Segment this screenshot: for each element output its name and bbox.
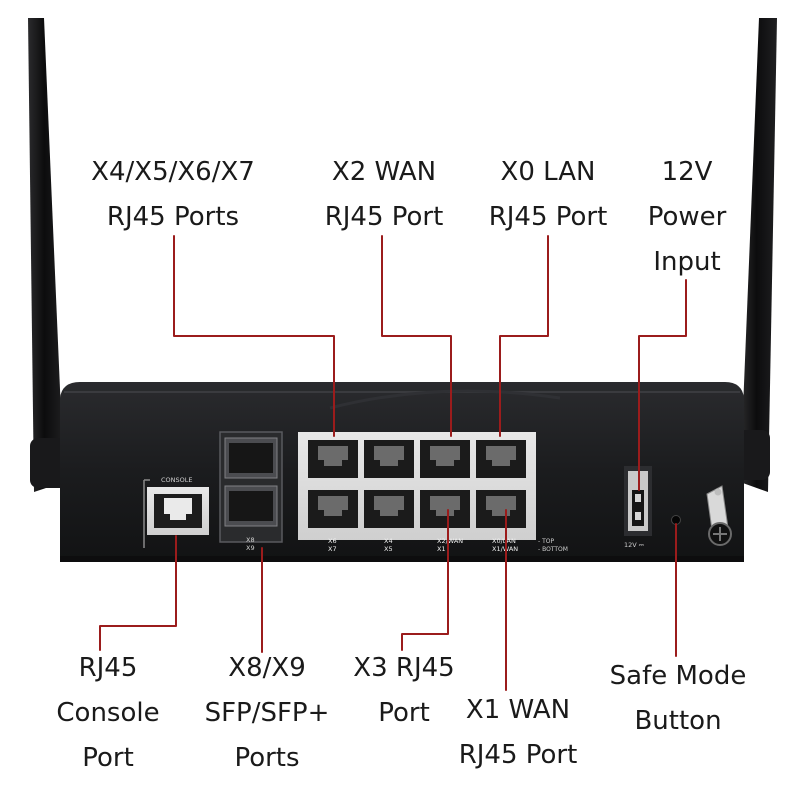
callout-x1-line1: X1 WAN	[465, 695, 571, 725]
sfp-silk-x9: X9	[246, 544, 255, 552]
rj45-jack	[364, 490, 414, 528]
callout-sfp-line1: X8/X9	[228, 653, 306, 683]
callout-x0-line1: X0 LAN	[500, 157, 596, 187]
power-silk: 12V ⎓	[624, 541, 644, 549]
callout-sfp-line3: Ports	[234, 743, 300, 773]
callout-safe-mode-line1: Safe Mode	[609, 661, 747, 691]
callout-x3-port: X3 RJ45 Port	[336, 646, 472, 736]
callout-power-line3: Input	[653, 247, 721, 277]
callout-power-line2: Power	[647, 202, 727, 232]
console-port: CONSOLE	[143, 476, 209, 548]
power-input: 12V ⎓	[624, 466, 652, 549]
row-silk-top: - TOP	[538, 538, 554, 545]
sfp-silk-x8: X8	[246, 536, 255, 544]
leader-x2-wan	[381, 235, 452, 437]
leader-x4-x7	[173, 235, 335, 437]
callout-power-input: 12V Power Input	[632, 150, 742, 285]
callout-sfp-ports: X8/X9 SFP/SFP+ Ports	[192, 646, 342, 781]
port-silk-x3: X1	[437, 545, 446, 553]
callout-x1-line2: RJ45 Port	[458, 740, 578, 770]
callout-x0-lan-port: X0 LAN RJ45 Port	[470, 150, 626, 240]
leader-power	[638, 279, 687, 491]
callout-x4-x7-ports: X4/X5/X6/X7 RJ45 Ports	[60, 150, 286, 240]
leader-x3	[401, 509, 449, 651]
leader-x0-lan	[499, 235, 549, 437]
callout-power-line1: 12V	[661, 157, 713, 187]
callout-safe-mode-button: Safe Mode Button	[588, 654, 768, 744]
callout-x2-line2: RJ45 Port	[324, 202, 444, 232]
callout-x1-wan-port: X1 WAN RJ45 Port	[444, 688, 592, 778]
row-silk-bottom: - BOTTOM	[538, 546, 568, 553]
ground-screw	[706, 485, 732, 546]
callout-console-line2: Console	[56, 698, 160, 728]
port-silk-x4: X4	[384, 537, 393, 545]
callout-x3-line1: X3 RJ45	[353, 653, 455, 683]
callout-x3-line2: Port	[378, 698, 430, 728]
callout-x0-line2: RJ45 Port	[488, 202, 608, 232]
port-silk-x7: X7	[328, 545, 337, 553]
callout-console-port: RJ45 Console Port	[48, 646, 168, 781]
callout-x4-x7-line2: RJ45 Ports	[106, 202, 240, 232]
callout-x2-line1: X2 WAN	[331, 157, 437, 187]
rj45-port-block: X6 X7 X4 X5 X2/WAN X1 X0/LAN X1/WAN - TO…	[298, 432, 568, 553]
callout-console-line3: Port	[82, 743, 134, 773]
port-silk-x5: X5	[384, 545, 393, 553]
callout-console-line1: RJ45	[78, 653, 138, 683]
rj45-jack	[420, 490, 470, 528]
callout-x2-wan-port: X2 WAN RJ45 Port	[306, 150, 462, 240]
callout-sfp-line2: SFP/SFP+	[204, 698, 330, 728]
port-silk-x0lan: X0/LAN	[492, 537, 516, 545]
rj45-jack	[364, 440, 414, 478]
leader-console	[99, 535, 177, 651]
rj45-jack	[420, 440, 470, 478]
rj45-jack	[476, 490, 526, 528]
rj45-jack	[476, 440, 526, 478]
console-silk: CONSOLE	[161, 476, 193, 484]
port-silk-x6: X6	[328, 537, 337, 545]
sfp-cage: X8 X9	[219, 431, 283, 552]
callout-x4-x7-line1: X4/X5/X6/X7	[91, 157, 255, 187]
rj45-jack	[308, 440, 358, 478]
rj45-jack	[308, 490, 358, 528]
callout-safe-mode-line2: Button	[634, 706, 722, 736]
port-silk-x2wan: X2/WAN	[437, 537, 463, 545]
